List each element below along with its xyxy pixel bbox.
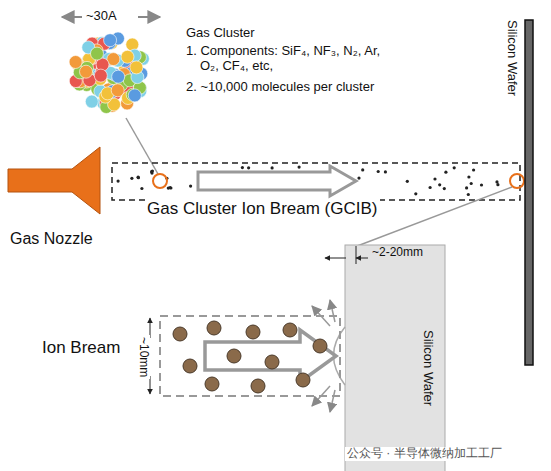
dimension-tick	[356, 246, 357, 264]
cluster-dot	[467, 193, 470, 196]
cluster-dot	[472, 168, 475, 171]
gas-nozzle	[8, 147, 100, 214]
ion-cluster	[227, 349, 241, 363]
scatter-arrow	[330, 300, 335, 322]
list-item: 2. ~10,000 molecules per cluster	[186, 80, 400, 95]
cluster-dot	[357, 177, 360, 180]
ion-cluster	[313, 339, 327, 353]
highlight-circle	[510, 174, 524, 188]
cluster-dot	[298, 166, 301, 169]
ion-cluster	[183, 359, 197, 373]
molecule	[85, 95, 98, 108]
cluster-dot	[433, 177, 436, 180]
cluster-dot	[495, 180, 498, 183]
molecule	[121, 50, 134, 63]
cluster-dot	[467, 175, 470, 178]
cluster-dot	[361, 168, 364, 171]
part-label: Ion Bream	[42, 338, 120, 358]
cluster-dot	[480, 183, 483, 186]
dimension-arrow	[325, 258, 346, 259]
cluster-dot	[247, 166, 250, 169]
ion-clusters	[173, 321, 327, 393]
cluster-dot	[443, 187, 446, 190]
cluster-dot	[470, 182, 473, 185]
ion-cluster	[205, 377, 219, 391]
heading-label: Gas Cluster	[186, 26, 255, 41]
cluster-dot	[117, 180, 120, 183]
dimension-arrow	[356, 258, 368, 259]
cluster-dot	[130, 177, 133, 180]
ion-beam-outline	[160, 316, 340, 396]
ion-cluster	[296, 373, 310, 387]
molecule	[111, 84, 124, 97]
watermark: 公众号 · 半导体微纳加工工厂	[345, 447, 504, 461]
highlight-circle	[153, 174, 167, 188]
cluster-dot	[151, 170, 154, 173]
cluster-dot	[406, 180, 409, 183]
dimension-label: ~30A	[86, 9, 117, 24]
part-label: Silicon Wafer	[421, 330, 436, 406]
cluster-dot	[137, 176, 140, 179]
cluster-dot	[444, 171, 447, 174]
cluster-dot	[429, 186, 432, 189]
cluster-dots	[117, 166, 500, 197]
part-label: Silicon Wafer	[505, 20, 520, 96]
dimension-label: ~2-20mm	[372, 246, 423, 260]
cluster-dot	[465, 186, 468, 189]
cluster-dot	[137, 176, 140, 179]
molecule	[130, 61, 143, 74]
dimension-arrow	[138, 16, 160, 18]
part-label: Gas Nozzle	[10, 230, 93, 248]
cluster-dot	[169, 186, 172, 189]
beam-arrow	[198, 166, 356, 196]
molecule	[104, 34, 117, 47]
cluster-dot	[496, 183, 499, 186]
molecule	[69, 56, 82, 69]
cluster-dot	[453, 166, 456, 169]
scatter-arrow	[330, 390, 335, 412]
ion-cluster	[251, 379, 265, 393]
ion-beam-arrow	[205, 330, 336, 382]
beam-outline	[112, 163, 520, 200]
beam-label: Gas Cluster Ion Bream (GCIB)	[145, 199, 380, 219]
ion-cluster	[265, 355, 279, 369]
cluster-dot	[384, 170, 387, 173]
silicon-wafer-block	[345, 245, 445, 471]
molecule	[91, 47, 104, 60]
molecule	[126, 38, 139, 51]
dimension-arrow	[62, 16, 82, 18]
molecule	[94, 69, 107, 82]
molecule	[112, 70, 125, 83]
list-item: 1. Components: SiF₄, NF₃, N₂, Ar, O₂, CF…	[186, 44, 400, 74]
cluster-dot	[241, 166, 244, 169]
silicon-wafer-bar	[525, 20, 533, 365]
ion-cluster	[246, 325, 260, 339]
ion-cluster	[207, 321, 221, 335]
cluster-dot	[414, 192, 417, 195]
cluster-dot	[438, 183, 441, 186]
ion-cluster	[173, 327, 187, 341]
ion-cluster	[283, 323, 297, 337]
cluster-dot	[377, 170, 380, 173]
cluster-dot	[189, 185, 192, 188]
molecule	[80, 65, 93, 78]
molecule	[128, 89, 141, 102]
cluster-dot	[271, 166, 274, 169]
cluster-dot	[169, 186, 172, 189]
dimension-label: ~10mm	[136, 335, 150, 379]
leader-line	[126, 118, 158, 174]
gas-cluster-sphere	[69, 32, 149, 114]
cluster-dot	[140, 187, 143, 190]
